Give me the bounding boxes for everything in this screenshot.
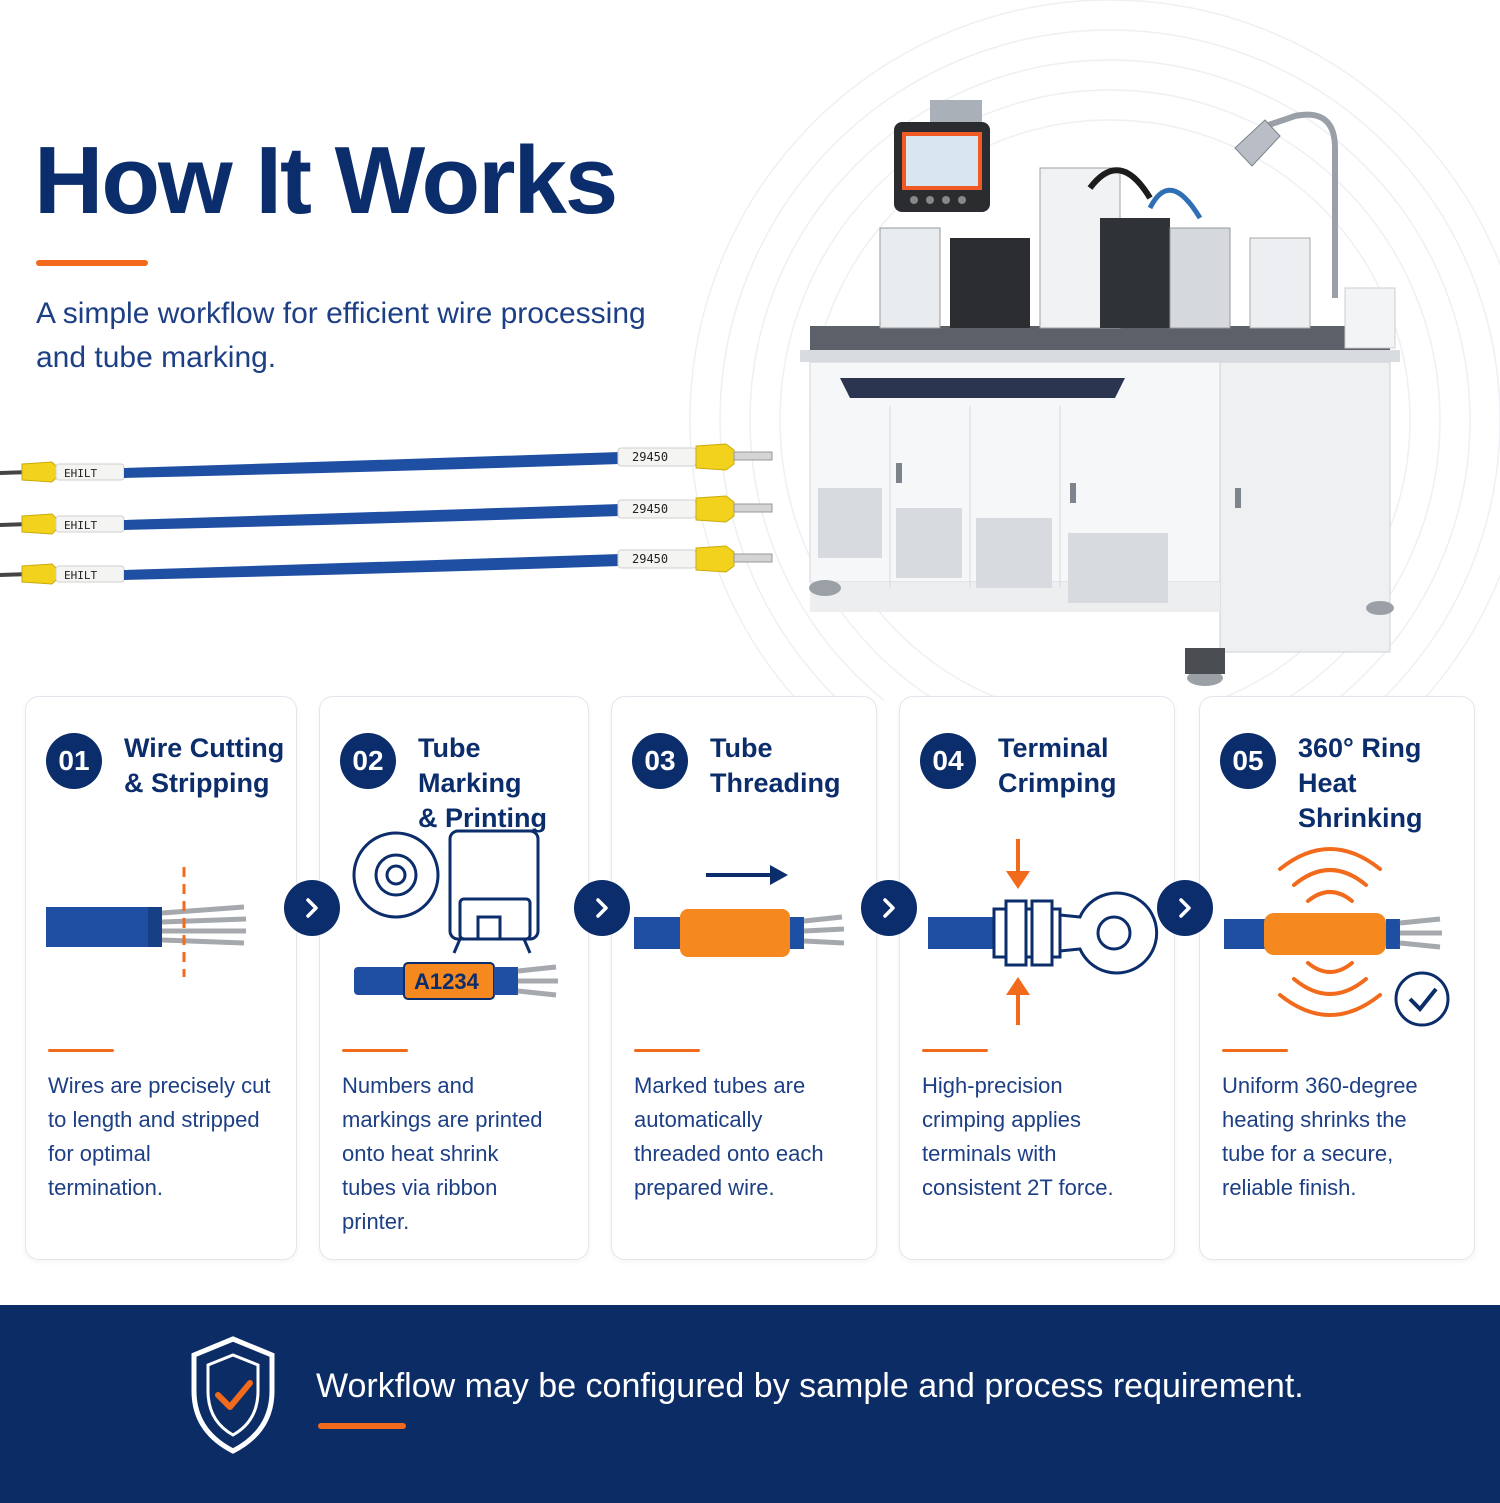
card-divider — [342, 1049, 408, 1052]
background-rings — [689, 0, 1500, 700]
chevron-right-icon — [1157, 880, 1213, 936]
step-number-badge: 01 — [46, 733, 102, 789]
wire-end-label: 29450 — [632, 502, 668, 516]
footer-note: Workflow may be configured by sample and… — [316, 1367, 1304, 1405]
footer-banner: Workflow may be configured by sample and… — [0, 1305, 1500, 1503]
step-description: Numbers and markings are printed onto he… — [342, 1073, 543, 1234]
step-title: Tube Threading — [710, 733, 841, 798]
step-card-4: 04 Terminal Crimping High-precision crim… — [899, 696, 1175, 1260]
step-title: Wire Cutting & Stripping — [124, 733, 285, 798]
finished-wires-image: EHILT 29450 EHILT 29450 EHILT 29450 — [0, 443, 773, 585]
step-description: High-precision crimping applies terminal… — [922, 1073, 1114, 1200]
heat-shrinking-icon — [1224, 847, 1450, 1027]
card-divider — [634, 1049, 700, 1052]
step-card-2: 02 Tube Marking & Printing A1234 Numbers… — [319, 696, 589, 1260]
wire-start-label: EHILT — [64, 519, 97, 532]
step-number-badge: 03 — [632, 733, 688, 789]
step-title: 360° Ring Heat Shrinking — [1298, 733, 1423, 833]
wire-start-label: EHILT — [64, 569, 97, 582]
step-card-5: 05 360° Ring Heat Shrinking Uniform 360-… — [1199, 696, 1475, 1260]
card-divider — [1222, 1049, 1288, 1052]
wire-start-label: EHILT — [64, 467, 97, 480]
wire-cutting-icon — [46, 867, 247, 977]
card-divider — [922, 1049, 988, 1052]
wire-end-label: 29450 — [632, 450, 668, 464]
machine-image — [800, 100, 1400, 686]
shield-check-icon — [191, 1336, 275, 1454]
footer-underline — [318, 1423, 406, 1429]
step-number-badge: 05 — [1220, 733, 1276, 789]
wire-end-label: 29450 — [632, 552, 668, 566]
page-title: How It Works — [34, 127, 618, 234]
card-divider — [48, 1049, 114, 1052]
chevron-right-icon — [861, 880, 917, 936]
tube-threading-icon — [634, 865, 845, 957]
step-description: Marked tubes are automatically threaded … — [634, 1073, 824, 1200]
step-card-1: 01 Wire Cutting & Stripping Wires are pr… — [25, 696, 297, 1260]
tube-printer-icon: A1234 — [352, 829, 558, 1000]
step-number-badge: 04 — [920, 733, 976, 789]
step-number-badge: 02 — [340, 733, 396, 789]
page-subtitle: A simple workflow for efficient wire pro… — [36, 297, 646, 374]
step-card-3: 03 Tube Threading Marked tubes are autom… — [611, 696, 877, 1260]
check-circle-icon — [1394, 971, 1450, 1027]
terminal-crimping-icon — [928, 839, 1159, 1025]
title-underline — [36, 260, 148, 266]
chevron-right-icon — [574, 880, 630, 936]
chevron-right-icon — [284, 880, 340, 936]
step-title: Terminal Crimping — [998, 733, 1117, 798]
step-description: Wires are precisely cut to length and st… — [48, 1073, 271, 1200]
tube-label: A1234 — [414, 969, 480, 994]
step-title: Tube Marking & Printing — [418, 733, 547, 833]
step-description: Uniform 360-degree heating shrinks the t… — [1222, 1073, 1418, 1200]
